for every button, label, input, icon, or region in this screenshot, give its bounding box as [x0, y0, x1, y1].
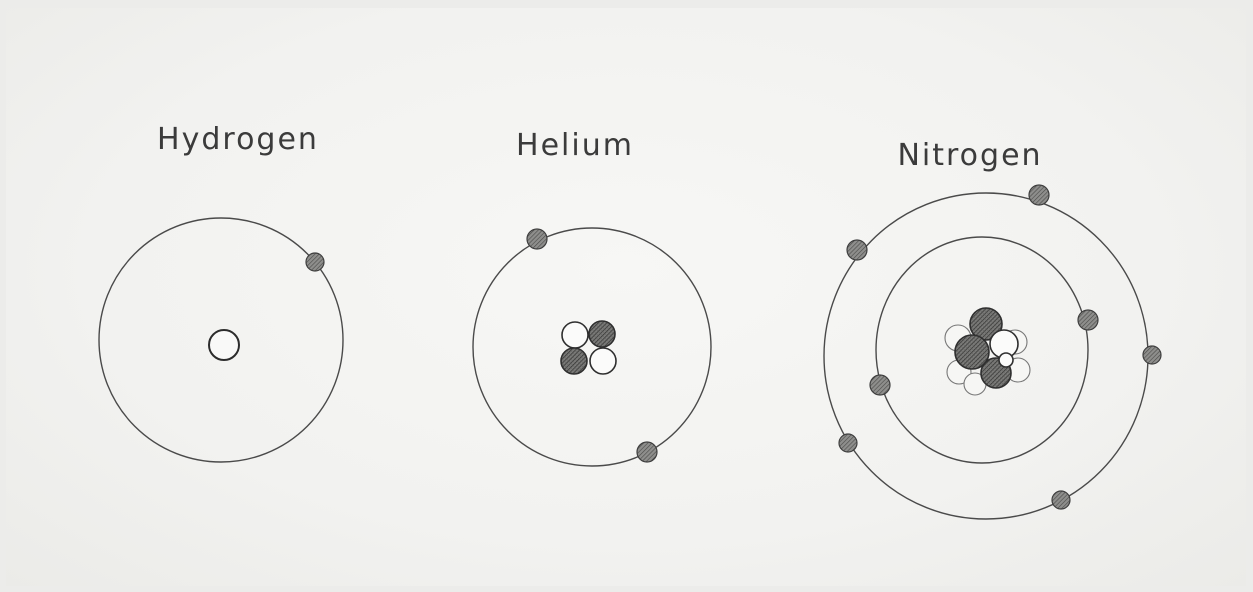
helium-neutron	[590, 348, 616, 374]
hydrogen-electron	[306, 253, 324, 271]
helium-neutron	[562, 322, 588, 348]
nitrogen-outer-electron	[1143, 346, 1161, 364]
nitrogen-outer-electron	[1029, 185, 1049, 205]
helium-proton	[589, 321, 615, 347]
helium-atom	[473, 228, 711, 466]
nitrogen-inner-electron	[870, 375, 890, 395]
helium-label: Helium	[516, 128, 634, 163]
nitrogen-label: Nitrogen	[897, 138, 1042, 173]
nitrogen-outer-electron	[1052, 491, 1070, 509]
nitrogen-nucleus	[945, 308, 1030, 395]
helium-electron	[527, 229, 547, 249]
nitrogen-inner-electron	[1078, 310, 1098, 330]
hydrogen-atom	[99, 218, 343, 462]
helium-proton	[561, 348, 587, 374]
nitrogen-outer-electron	[839, 434, 857, 452]
nitrogen-neutron	[999, 353, 1013, 367]
hydrogen-label: Hydrogen	[157, 122, 319, 157]
nitrogen-atom	[824, 185, 1161, 519]
helium-orbit	[473, 228, 711, 466]
nitrogen-outer-electron	[847, 240, 867, 260]
helium-electron	[637, 442, 657, 462]
hydrogen-nucleus	[209, 330, 239, 360]
